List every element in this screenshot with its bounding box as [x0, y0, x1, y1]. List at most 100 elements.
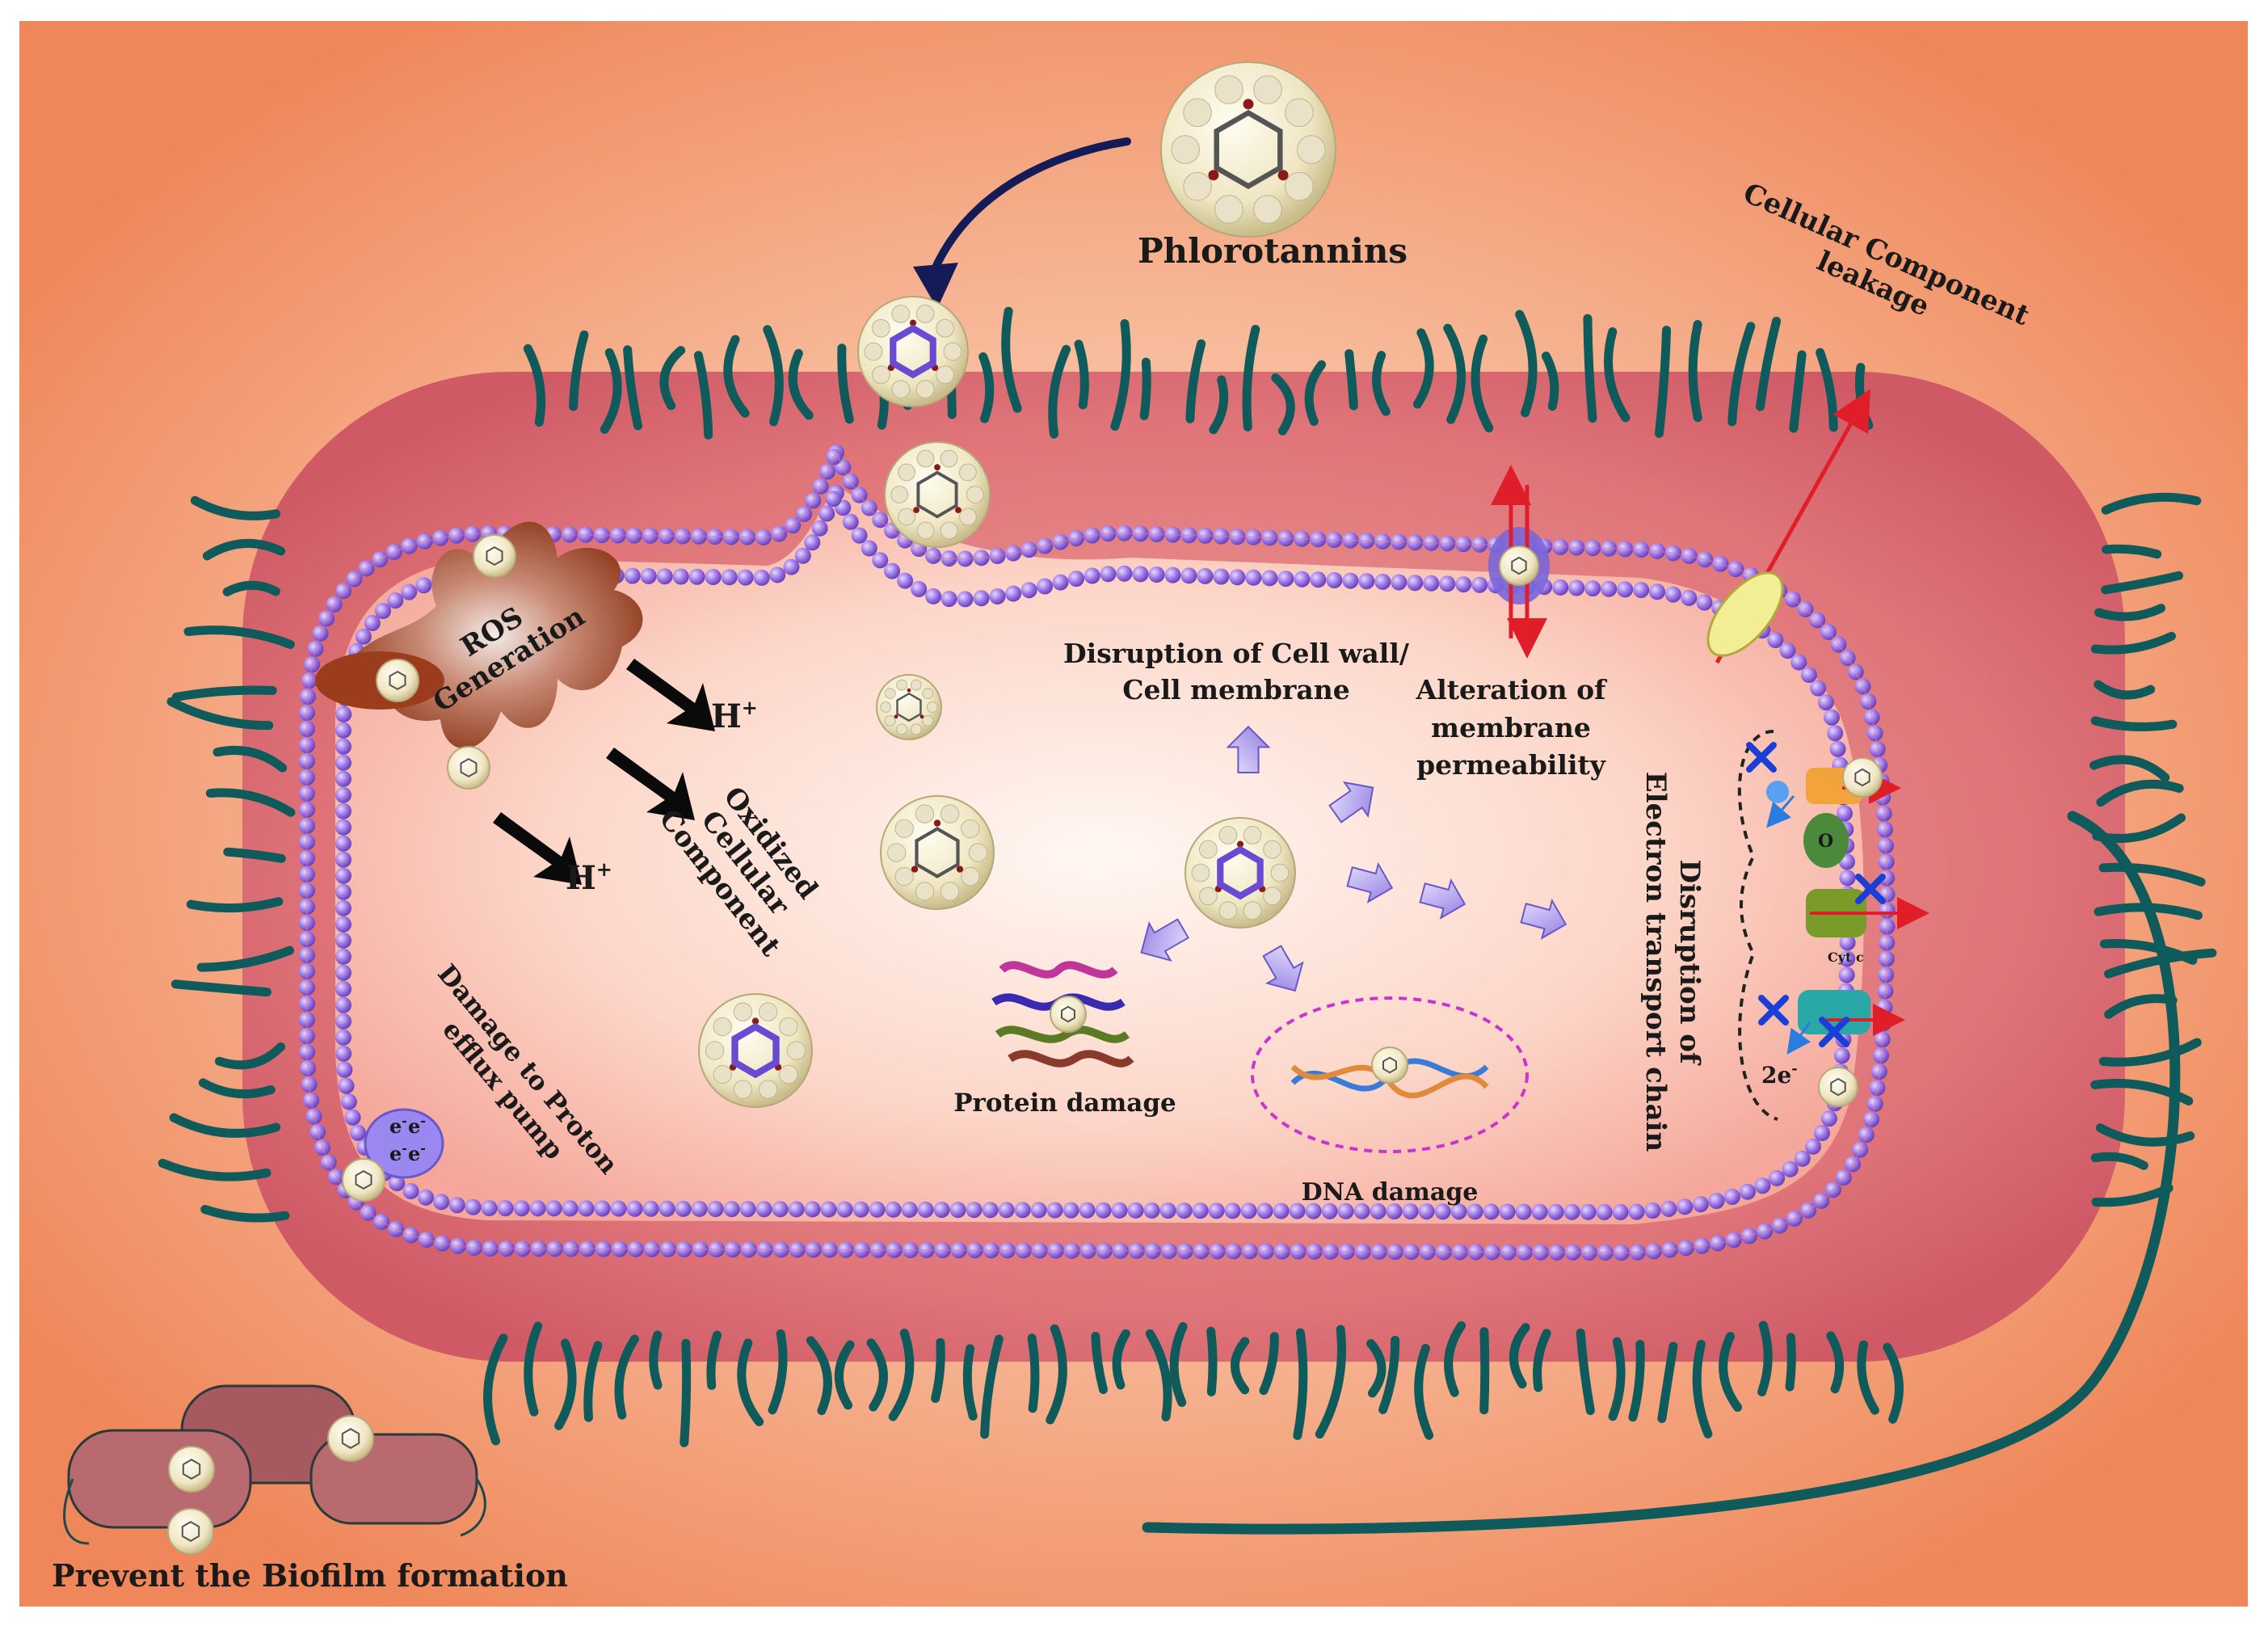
membrane-bead [1342, 572, 1359, 589]
membrane-bead [1127, 1202, 1144, 1219]
membrane-bead [998, 1202, 1015, 1219]
electron-3: e [389, 1142, 402, 1165]
membrane-bead [825, 491, 842, 508]
flagellum [583, 1341, 603, 1422]
membrane-bead [901, 1201, 918, 1218]
membrane-bead [640, 567, 657, 584]
membrane-bead [1858, 1127, 1875, 1144]
membrane-bead [1739, 1183, 1756, 1200]
membrane-bead [1245, 529, 1262, 545]
membrane-bead [350, 1124, 366, 1141]
membrane-bead [1839, 950, 1856, 967]
svg-text:e-: e- [389, 1113, 407, 1138]
membrane-bead [335, 1045, 352, 1062]
membrane-bead [1180, 567, 1197, 584]
membrane-bead [1860, 693, 1877, 710]
membrane-bead [627, 1240, 644, 1257]
membrane-bead [642, 1200, 659, 1217]
membrane-bead [1062, 1202, 1079, 1219]
membrane-bead [1143, 1202, 1160, 1219]
center-arrows [1140, 725, 1567, 992]
membrane-bead [771, 525, 788, 542]
membrane-bead [1568, 579, 1585, 596]
h-plus-1-sup: + [742, 696, 758, 719]
membrane-bead [1419, 1244, 1436, 1261]
membrane-bead [301, 672, 318, 689]
membrane-bead [820, 1201, 837, 1218]
membrane-bead [299, 1028, 315, 1044]
membrane-bead [1095, 1202, 1112, 1219]
flagellum [1145, 1329, 1172, 1422]
flagellum [1826, 1331, 1845, 1394]
phlorotannin-mini-ros-2 [376, 659, 419, 702]
etc-blue-arrow-2 [1786, 1021, 1811, 1055]
membrane-bead [999, 1242, 1016, 1259]
flagellum [2096, 779, 2184, 807]
biofilm-label: Prevent the Biofilm formation [52, 1557, 568, 1594]
membrane-bead [299, 899, 315, 915]
membrane-bead [1601, 580, 1618, 597]
phlorotannin-sphere-top [1160, 61, 1336, 238]
membrane-bead [300, 689, 316, 705]
membrane-bead [1878, 967, 1895, 983]
membrane-bead [562, 1240, 579, 1257]
electron-1-sup: - [402, 1113, 407, 1128]
membrane-bead [1873, 1047, 1889, 1064]
membrane-bead [389, 1175, 406, 1191]
membrane-bead [513, 1200, 530, 1217]
membrane-bead [385, 544, 402, 560]
electron-4: e [408, 1142, 420, 1165]
flagellum [1657, 1341, 1678, 1423]
electron-3-sup: - [402, 1140, 407, 1156]
membrane-bead [1370, 1202, 1386, 1219]
flagellum [2101, 492, 2202, 515]
membrane-bead [656, 568, 673, 585]
phlorotannin-molecule-channel [1499, 545, 1539, 586]
membrane-bead [1176, 1243, 1193, 1260]
membrane-bead [1240, 1202, 1257, 1219]
arrow-to-etc-2 [1419, 878, 1466, 920]
arrow-to-etc-1 [1346, 861, 1394, 903]
membrane-bead [593, 527, 610, 544]
phlorotannin-sphere-lower [698, 993, 813, 1108]
membrane-bead [1257, 1243, 1274, 1260]
membrane-bead [1068, 571, 1084, 588]
membrane-bead [1208, 1202, 1225, 1219]
membrane-bead [869, 1241, 886, 1258]
membrane-bead [1079, 1242, 1096, 1259]
membrane-bead [1515, 1203, 1532, 1220]
membrane-bead [738, 529, 755, 545]
h-plus-arrow-3: H+ [493, 812, 612, 897]
flagellum [569, 330, 589, 411]
entry-arrow [925, 137, 1131, 287]
flagellum [2089, 755, 2170, 782]
etc-o-label: O [1818, 831, 1833, 852]
flagellum [723, 335, 750, 418]
flagellum [198, 1078, 276, 1099]
membrane-bead [465, 1240, 482, 1256]
h-plus-2: H [566, 859, 596, 897]
flagellum [186, 897, 284, 913]
membrane-bead [1769, 1169, 1786, 1186]
flagellum [205, 788, 296, 817]
etc-block-x-1 [1746, 742, 1777, 773]
flagellum [170, 979, 271, 997]
membrane-bead [1694, 1237, 1710, 1254]
membrane-bead [448, 1197, 465, 1214]
membrane-bead [1664, 545, 1681, 562]
membrane-bead [753, 569, 770, 586]
flagellum [1315, 1325, 1347, 1439]
membrane-bead [1784, 591, 1801, 608]
membrane-bead [1875, 805, 1892, 822]
membrane-bead [402, 1227, 419, 1244]
biofilm-molecule-2 [327, 1415, 374, 1462]
flagellum [1883, 1342, 1904, 1424]
membrane-bead [1677, 1240, 1694, 1257]
membrane-bead [299, 915, 315, 931]
membrane-bead [1342, 532, 1359, 549]
h-plus-arrow-1: H+ [626, 659, 758, 735]
membrane-bead [448, 527, 465, 544]
membrane-bead [1692, 1196, 1709, 1213]
membrane-bead [1386, 1203, 1403, 1219]
membrane-bead [1839, 650, 1856, 667]
